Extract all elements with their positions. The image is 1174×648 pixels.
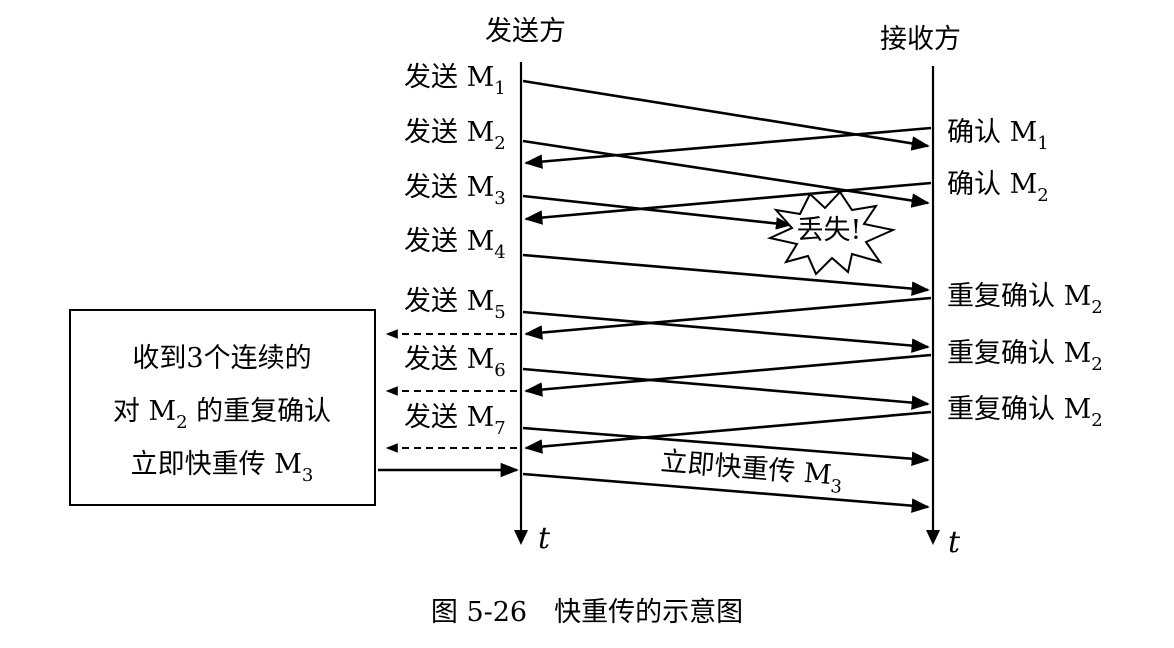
ack-label-m2: 确认 M2 (947, 169, 1049, 206)
dup-ack-3-arrow (524, 410, 932, 454)
dup-ack-2-arrow (524, 353, 932, 397)
segment-m1-arrow (522, 79, 930, 151)
note-line-1: 收到3个连续的 (132, 343, 311, 374)
segment-m6-arrow (522, 367, 930, 410)
send-label-m7: 发送 M7 (404, 402, 506, 439)
receiver-timeline-arrowhead (926, 530, 940, 545)
segment-m7-arrow (522, 426, 930, 466)
segment-m5-arrow (522, 310, 930, 353)
sender-timeline-arrowhead (514, 530, 528, 545)
retransmit-label: 立即快重传 M3 (659, 446, 844, 498)
send-label-m3: 发送 M3 (404, 172, 506, 209)
send-label-m6: 发送 M6 (404, 344, 506, 381)
figure-caption: 图 5-26 快重传的示意图 (431, 597, 743, 628)
ack-label-m1: 确认 M1 (947, 117, 1049, 154)
segment-m2-arrow (522, 139, 930, 208)
dup-ack-label-2: 重复确认 M2 (947, 338, 1103, 375)
ack-m2-arrow (524, 181, 932, 225)
segment-m4-arrow (522, 253, 930, 296)
lost-burst-icon (766, 190, 897, 276)
receiver-title: 接收方 (880, 24, 961, 55)
note-box (69, 309, 376, 506)
note-line-3: 立即快重传 M3 (131, 449, 314, 486)
data-segments (522, 79, 930, 513)
receiver-time-label: t (948, 525, 961, 560)
send-label-m1: 发送 M1 (404, 62, 506, 99)
sender-title: 发送方 (485, 16, 566, 47)
note-line-2: 对 M2 的重复确认 (113, 396, 331, 433)
send-label-m4: 发送 M4 (404, 226, 506, 263)
dup-ack-1-arrow (524, 296, 932, 340)
dup-ack-indicators (385, 329, 517, 453)
sender-time-label: t (538, 521, 551, 556)
send-label-m5: 发送 M5 (404, 286, 506, 323)
send-labels: 发送 M1 发送 M2 发送 M3 发送 M4 发送 M5 发送 M6 发送 M… (404, 62, 506, 439)
send-label-m2: 发送 M2 (404, 117, 506, 154)
lost-label: 丢失! (797, 215, 862, 246)
ack-labels: 确认 M1 确认 M2 重复确认 M2 重复确认 M2 重复确认 M2 (947, 117, 1103, 431)
dup-ack-label-3: 重复确认 M2 (947, 394, 1103, 431)
dup-ack-label-1: 重复确认 M2 (947, 281, 1103, 318)
segment-m3-arrow-lost (522, 194, 792, 230)
retransmit-m3-arrow (522, 472, 930, 513)
ack-segments (524, 126, 932, 454)
ack-m1-arrow (524, 126, 932, 169)
